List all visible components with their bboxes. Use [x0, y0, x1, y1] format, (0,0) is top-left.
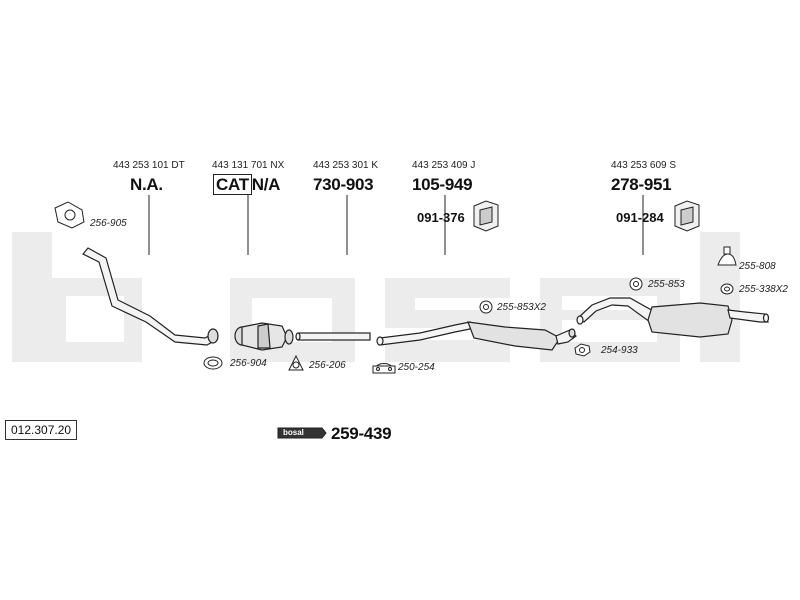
- oem-number-2: 443 131 701 NX: [212, 160, 285, 171]
- catalog-number: 012.307.20: [5, 420, 78, 440]
- intermediate-pipe: [295, 332, 371, 341]
- kit-logo-text: bosal: [283, 428, 304, 437]
- fitting-label-8: 255-808: [739, 261, 776, 272]
- oem-number-5: 443 253 609 S: [611, 160, 677, 171]
- fitting-label-3: 256-206: [309, 360, 346, 371]
- bracket-icon: [473, 200, 499, 232]
- catalytic-converter: [234, 322, 294, 351]
- part-number-1: N.A.: [130, 175, 163, 194]
- fitting-label-4: 250-254: [398, 362, 435, 373]
- oem-number-1: 443 253 101 DT: [113, 160, 185, 171]
- centre-silencer: [376, 321, 577, 351]
- cat-badge: CAT: [213, 174, 252, 195]
- sub-part-number-4: 091-376: [417, 210, 465, 225]
- part-number-5: 278-951: [611, 175, 672, 194]
- oem-number-4: 443 253 409 J: [412, 160, 476, 171]
- fitting-label-1: 256-905: [90, 218, 127, 229]
- fitting-label-7: 255-853: [648, 279, 685, 290]
- triangle-flange-icon: [288, 354, 304, 371]
- rear-silencer: [576, 297, 770, 338]
- fitting-label-5: 255-853X2: [497, 302, 546, 313]
- fitting-label-6: 254-933: [601, 345, 638, 356]
- gasket-icon: [574, 343, 591, 357]
- part-number-4: 105-949: [412, 175, 473, 194]
- clamp-icon: [372, 363, 396, 374]
- part-number-3: 730-903: [313, 175, 374, 194]
- flange-gasket-icon: [54, 201, 85, 229]
- kit-number: 259-439: [331, 424, 392, 443]
- rubber-ring-icon: [720, 283, 734, 295]
- leader-lines: [148, 195, 644, 255]
- bosal-watermark-logo: [12, 232, 740, 362]
- kit-pipe-icon: [277, 427, 327, 439]
- fitting-label-9: 255-338X2: [739, 284, 788, 295]
- sub-part-number-5: 091-284: [616, 210, 664, 225]
- gasket-ring-icon: [203, 356, 223, 370]
- front-pipe: [82, 247, 219, 346]
- rubber-mount-icon: [629, 277, 643, 291]
- fitting-label-2: 256-904: [230, 358, 267, 369]
- part-number-2: N/A: [251, 175, 281, 194]
- hanger-icon: [717, 246, 737, 266]
- oem-number-3: 443 253 301 K: [313, 160, 379, 171]
- rubber-mount-icon: [479, 300, 493, 314]
- bracket-icon: [674, 200, 700, 232]
